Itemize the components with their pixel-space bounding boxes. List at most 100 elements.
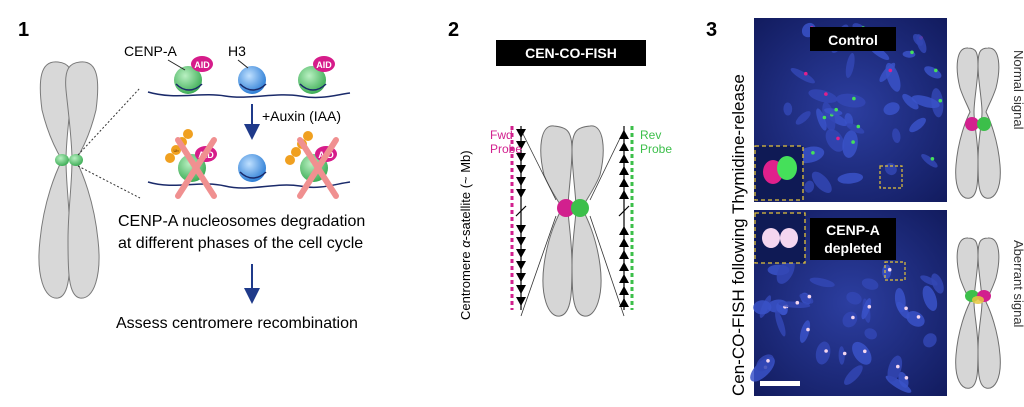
panel-3-number: 3 bbox=[706, 19, 717, 41]
degradation-description-line1: CENP-A nucleosomes degradation bbox=[118, 213, 365, 230]
rev-arrowhead bbox=[619, 274, 629, 283]
rev-arrowhead bbox=[619, 238, 629, 247]
fwd-probe-label-line2: Probe bbox=[490, 142, 522, 156]
dapi-chromosome bbox=[799, 320, 811, 343]
fish-signal-dot bbox=[852, 96, 856, 101]
fish-signal-dot bbox=[824, 349, 828, 353]
fwd-arrowhead bbox=[516, 249, 526, 258]
depleted-chromosome-spread bbox=[750, 259, 944, 393]
dna-strand-top bbox=[147, 91, 351, 99]
fish-signal-dot bbox=[910, 50, 914, 55]
dna-strand-bottom bbox=[147, 181, 351, 189]
normal-signal-chromosome bbox=[955, 47, 1001, 199]
panel-1: 1 AID AID CENP-A H3 +Auxin (IAA) bbox=[18, 19, 365, 332]
fwd-arrowhead bbox=[516, 129, 526, 138]
fwd-arrowhead bbox=[516, 165, 526, 174]
dapi-chromosome bbox=[775, 310, 786, 337]
red-cross-2 bbox=[297, 137, 339, 199]
dapi-chromosome bbox=[799, 293, 814, 304]
guide-line bbox=[589, 129, 625, 201]
fish-signal-dot bbox=[811, 151, 815, 155]
panel-3: 3 Cen-CO-FISH following Thymidine-releas… bbox=[706, 18, 1024, 396]
panel-2-number: 2 bbox=[448, 19, 459, 41]
dapi-chromosome bbox=[816, 108, 827, 131]
zoom-line-top bbox=[77, 87, 141, 156]
rev-arrowhead bbox=[619, 154, 629, 163]
aberrant-signal-label: Aberrant signal bbox=[1011, 240, 1024, 328]
dapi-chromosome bbox=[838, 346, 845, 365]
dapi-chromosome bbox=[845, 53, 855, 78]
scale-bar bbox=[760, 381, 800, 386]
aid-tag-label: AID bbox=[316, 60, 332, 70]
dapi-chromosome bbox=[864, 328, 877, 340]
auxin-label: +Auxin (IAA) bbox=[262, 108, 341, 124]
rev-arrowhead bbox=[619, 286, 629, 295]
dapi-chromosome bbox=[790, 68, 815, 84]
rev-arrowhead bbox=[619, 142, 629, 151]
fish-signal-dot bbox=[836, 136, 840, 141]
inset-merged-signal-2 bbox=[780, 228, 798, 248]
depleted-label-line2: depleted bbox=[824, 240, 882, 256]
control-zoom-box bbox=[879, 165, 903, 189]
rev-arrowhead bbox=[619, 262, 629, 271]
fish-signal-dot bbox=[930, 157, 935, 161]
dapi-chromosome bbox=[909, 117, 926, 133]
panel-2-chromosome bbox=[540, 125, 604, 317]
dapi-chromosome bbox=[902, 93, 919, 110]
centromere-right-dot bbox=[69, 154, 83, 166]
dapi-chromosome bbox=[922, 285, 938, 311]
fish-signal-dot bbox=[867, 304, 872, 309]
dapi-chromosome bbox=[795, 111, 811, 125]
dapi-chromosome bbox=[923, 333, 937, 348]
dapi-chromosome bbox=[756, 354, 774, 372]
dapi-chromosome bbox=[892, 128, 901, 144]
dapi-chromosome bbox=[916, 34, 927, 54]
cen-co-fish-title-box bbox=[496, 40, 646, 66]
fwd-arrowhead bbox=[516, 141, 526, 150]
dapi-chromosome bbox=[846, 123, 865, 134]
fish-signal-dot bbox=[824, 92, 828, 96]
fwd-probe-label-line1: Fwd bbox=[490, 128, 513, 142]
fish-signal-dot bbox=[822, 115, 827, 120]
inset-green-signal bbox=[777, 156, 797, 180]
fish-signal-dot bbox=[863, 349, 867, 354]
dapi-chromosome bbox=[883, 102, 900, 116]
dapi-chromosome bbox=[811, 171, 832, 193]
aid-tag-top-1 bbox=[191, 56, 213, 72]
dapi-chromosome bbox=[825, 129, 845, 152]
rev-signal-dot bbox=[571, 199, 589, 217]
fish-signal-dot bbox=[904, 306, 908, 311]
fwd-arrowhead bbox=[516, 285, 526, 294]
fish-signal-dot bbox=[795, 300, 800, 305]
dapi-chromosome bbox=[846, 291, 862, 305]
aid-tag-label: AID bbox=[194, 60, 210, 70]
dapi-chromosome bbox=[836, 93, 866, 108]
depleted-label-line1: CENP-A bbox=[826, 222, 880, 238]
dapi-chromosome bbox=[808, 89, 838, 103]
dapi-chromosome bbox=[931, 273, 944, 294]
fish-signal-dot bbox=[916, 315, 921, 319]
guide-line bbox=[520, 129, 557, 201]
rev-arrowhead bbox=[619, 250, 629, 259]
fish-signal-dot bbox=[934, 68, 938, 73]
dapi-chromosome bbox=[896, 301, 910, 319]
aid-tag-top-2 bbox=[313, 56, 335, 72]
fwd-signal-dot bbox=[557, 199, 575, 217]
fwd-arrowhead bbox=[516, 225, 526, 234]
red-cross-1 bbox=[175, 137, 217, 199]
dapi-chromosome bbox=[776, 259, 795, 284]
fish-signal-dot bbox=[856, 124, 861, 129]
dapi-chromosome bbox=[815, 341, 831, 365]
rev-probe-label-line2: Probe bbox=[640, 142, 672, 156]
fish-signal-dot bbox=[842, 351, 847, 356]
rev-arrowhead bbox=[619, 166, 629, 175]
cen-co-fish-title: CEN-CO-FISH bbox=[525, 45, 617, 61]
control-label: Control bbox=[828, 32, 878, 48]
dapi-chromosome bbox=[911, 95, 940, 109]
fwd-arrowhead bbox=[516, 261, 526, 270]
dapi-chromosome bbox=[783, 102, 793, 116]
fwd-arrowhead bbox=[516, 153, 526, 162]
fwd-arrowhead bbox=[516, 297, 526, 306]
fwd-arrowhead bbox=[516, 237, 526, 246]
dapi-chromosome bbox=[887, 355, 903, 382]
